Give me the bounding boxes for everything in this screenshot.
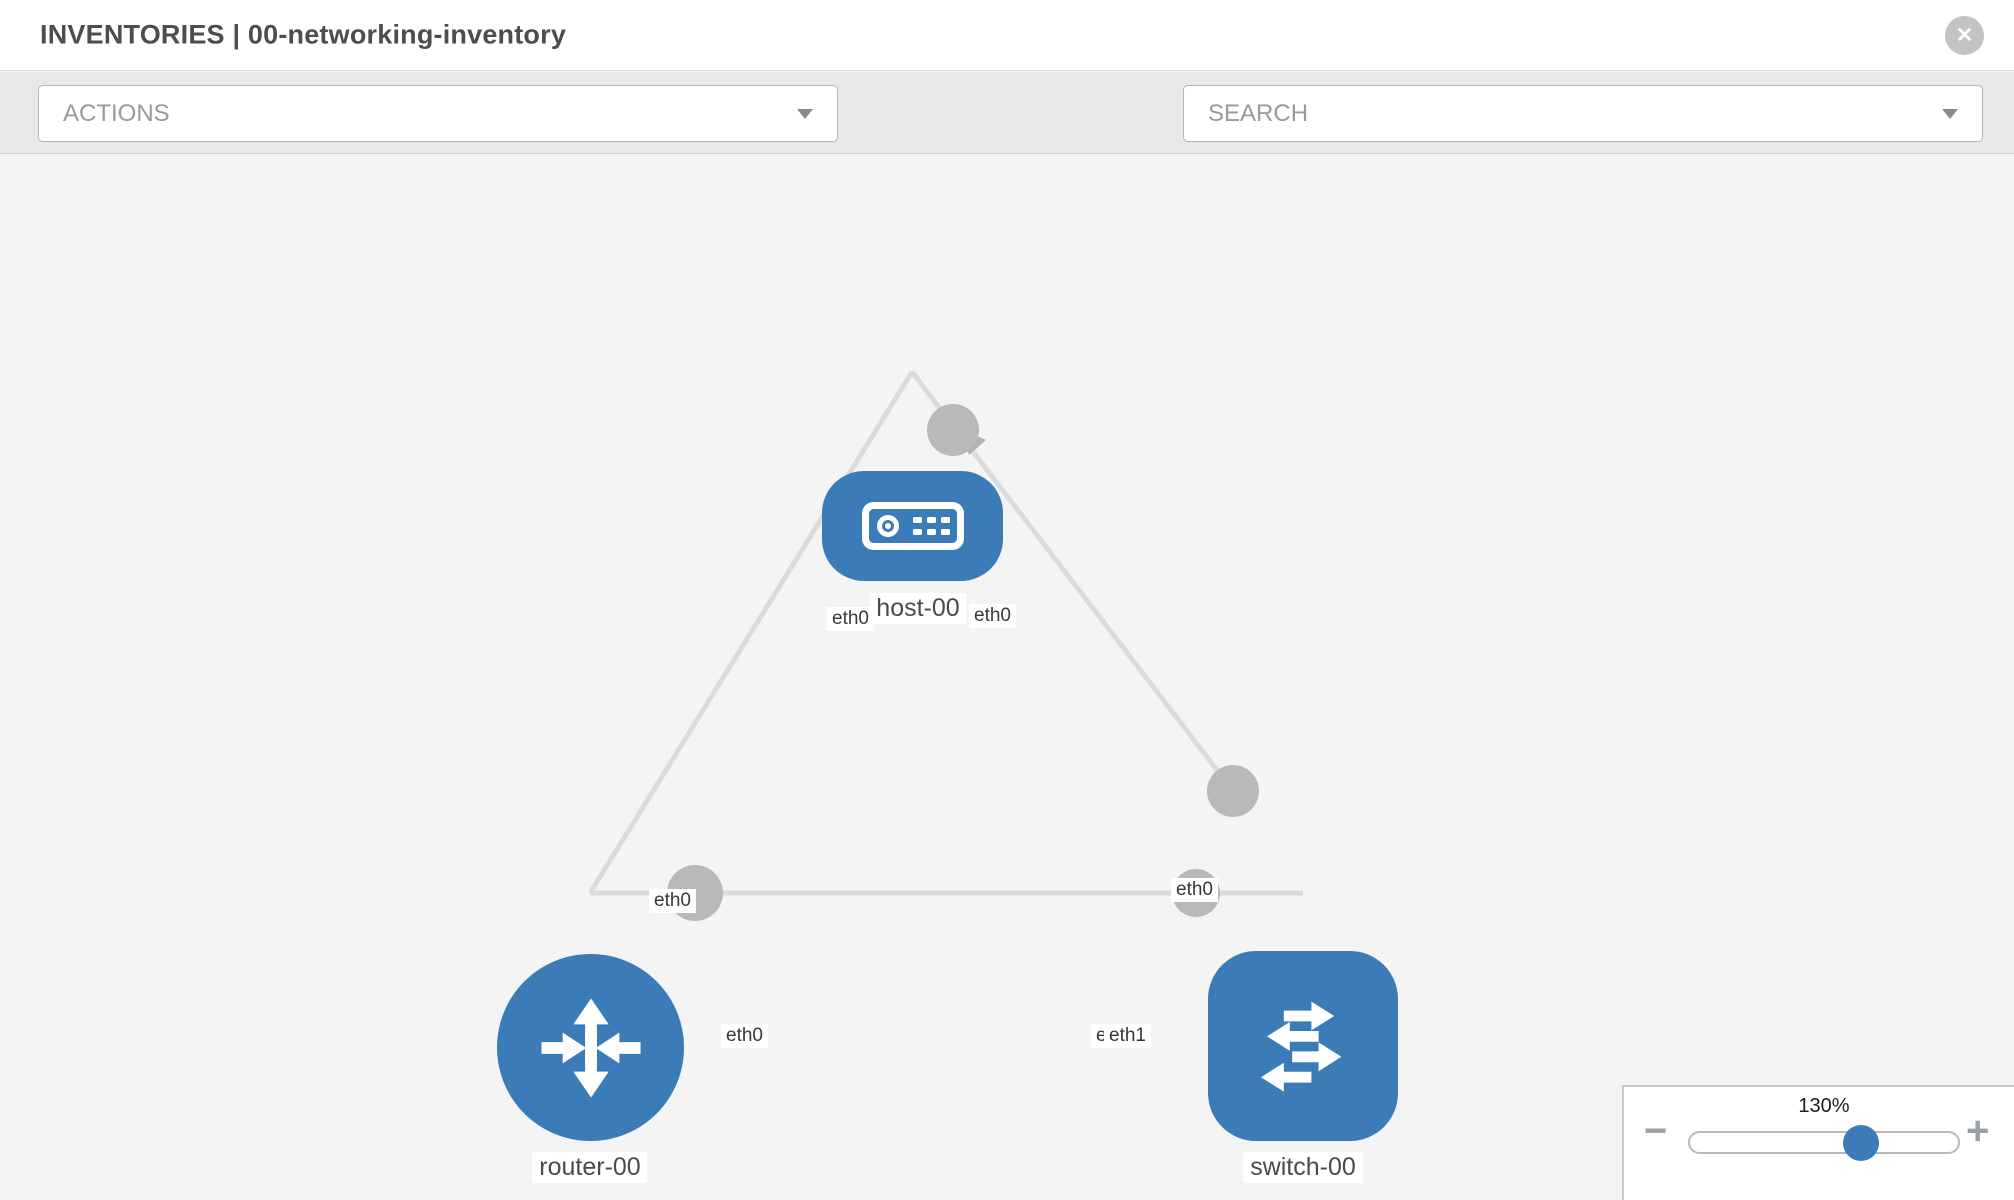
connector-dot — [927, 404, 979, 456]
node-host-00[interactable] — [822, 471, 1003, 581]
interface-label: eth0 — [649, 889, 696, 913]
chevron-down-icon — [1942, 108, 1958, 119]
interface-label: eth0 — [969, 604, 1016, 628]
link-host-router[interactable] — [587, 370, 915, 895]
interface-label: eth0 — [1171, 878, 1218, 902]
node-label-host: host-00 — [869, 593, 967, 624]
actions-dropdown-label: ACTIONS — [63, 99, 170, 127]
interface-label: eth0 — [827, 607, 874, 631]
header-bar: INVENTORIES | 00-networking-inventory ✕ — [0, 0, 2014, 71]
zoom-slider-track[interactable] — [1688, 1131, 1960, 1154]
topology-canvas[interactable]: host-00 router-00 switch-00 eth0 eth0 et… — [0, 154, 2014, 1200]
interface-label: eth0 — [721, 1024, 768, 1048]
search-dropdown[interactable]: SEARCH — [1183, 85, 1983, 142]
page-title: INVENTORIES | 00-networking-inventory — [40, 19, 567, 50]
actions-dropdown[interactable]: ACTIONS — [38, 85, 838, 142]
topology-links-layer — [587, 370, 1303, 921]
zoom-panel: 130% − + — [1622, 1085, 2014, 1200]
host-server-icon — [861, 502, 964, 550]
connector-dot — [1207, 765, 1259, 817]
node-switch-00[interactable] — [1208, 951, 1398, 1141]
close-icon: ✕ — [1955, 24, 1974, 47]
zoom-level-readout: 130% — [1798, 1095, 1850, 1117]
interface-label: eth1 — [1104, 1024, 1151, 1048]
node-router-00[interactable] — [497, 954, 684, 1141]
close-button[interactable]: ✕ — [1945, 16, 1984, 55]
zoom-in-button[interactable]: + — [1966, 1109, 1990, 1153]
switch-icon — [1261, 1001, 1342, 1092]
node-label-switch: switch-00 — [1243, 1152, 1363, 1183]
node-label-router: router-00 — [532, 1152, 648, 1183]
zoom-out-button[interactable]: − — [1644, 1109, 1668, 1153]
toolbar: ACTIONS SEARCH — [0, 72, 2014, 203]
search-dropdown-label: SEARCH — [1208, 99, 1309, 127]
zoom-slider-thumb[interactable] — [1843, 1125, 1879, 1161]
chevron-down-icon — [797, 108, 813, 119]
router-icon — [540, 997, 641, 1098]
